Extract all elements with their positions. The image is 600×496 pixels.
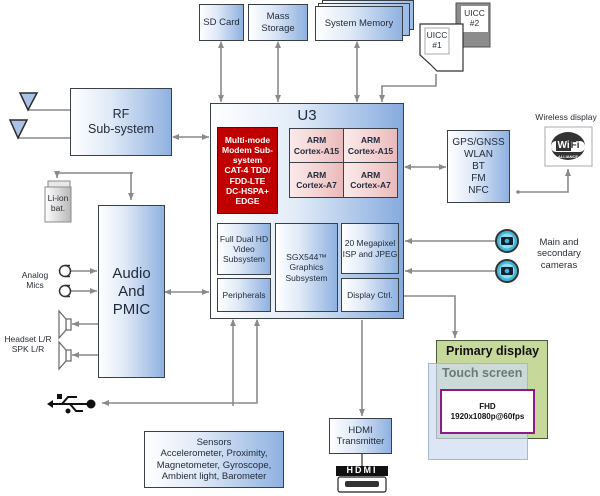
primary-display-label: Primary display (446, 344, 540, 358)
antenna-icon (8, 92, 39, 140)
camera-icon (495, 229, 519, 283)
uicc2-label: UICC#2 (464, 8, 485, 29)
wire-pmic-battery (54, 171, 133, 178)
microphone-icon (58, 264, 72, 298)
wifi-logo-text: WiFi (551, 140, 585, 152)
wire-displayctrl-display (403, 295, 458, 338)
hdmi-logo-text: HDMI (346, 465, 378, 475)
wire-uicc-u3 (379, 74, 437, 102)
wifi-logo-wi: Wi (556, 140, 571, 151)
uicc1-label: UICC#1 (426, 30, 448, 51)
wireless-display-label: Wireless display (535, 112, 597, 122)
system-memory-block: System Memory (315, 6, 403, 41)
wifi-logo-alliance: ALLIANCE (557, 154, 579, 159)
wifi-logo-fi: Fi (570, 140, 580, 151)
u3-title: U3 (297, 107, 317, 124)
peripherals-block: Peripherals (217, 278, 271, 312)
display-controller-block: Display Ctrl. (341, 278, 399, 312)
sd-card-block: SD Card (199, 4, 244, 41)
speaker-icon (58, 309, 72, 371)
wire-connectivity-wifidisplay (518, 169, 571, 193)
usb-icon (47, 394, 96, 414)
touch-screen-label: Touch screen (442, 366, 523, 380)
